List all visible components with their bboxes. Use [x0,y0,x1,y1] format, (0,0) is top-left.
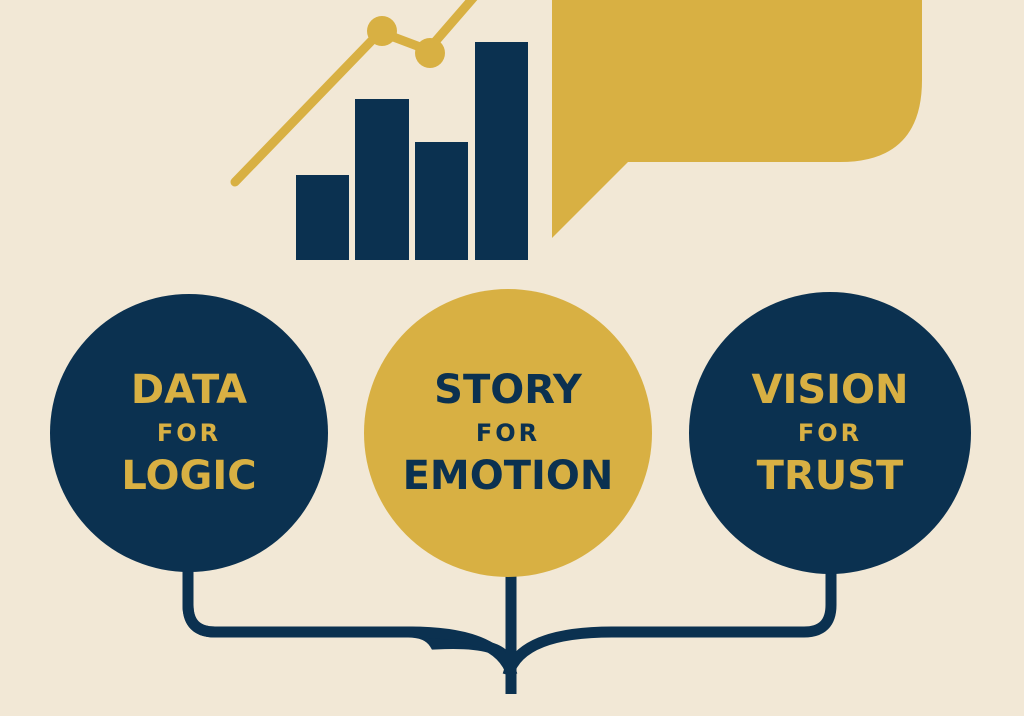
pillar-bottom-text: TRUST [756,453,904,499]
pillar-middle-text: FOR [156,419,222,447]
pillar-bottom-text: LOGIC [121,453,257,499]
pillar-label-story: STORY FOR EMOTION [364,289,652,577]
pillar-label-vision: VISION FOR TRUST [689,292,971,574]
pillar-bottom-text: EMOTION [402,453,614,499]
pillar-circle-data [50,294,328,572]
pillar-top-text: VISION [751,367,909,413]
pillar-circle-vision [689,292,971,574]
speech-bubble-icon [552,0,922,238]
pillar-top-text: STORY [434,367,582,413]
bar-chart-icon [296,42,528,260]
connector-lines [182,570,837,694]
pillar-label-data: DATA FOR LOGIC [50,295,328,571]
pillar-middle-text: FOR [475,419,541,447]
trend-line-icon [230,0,478,187]
pillar-top-text: DATA [130,367,248,413]
pillar-middle-text: FOR [797,419,863,447]
pillar-circle-story [364,289,652,577]
